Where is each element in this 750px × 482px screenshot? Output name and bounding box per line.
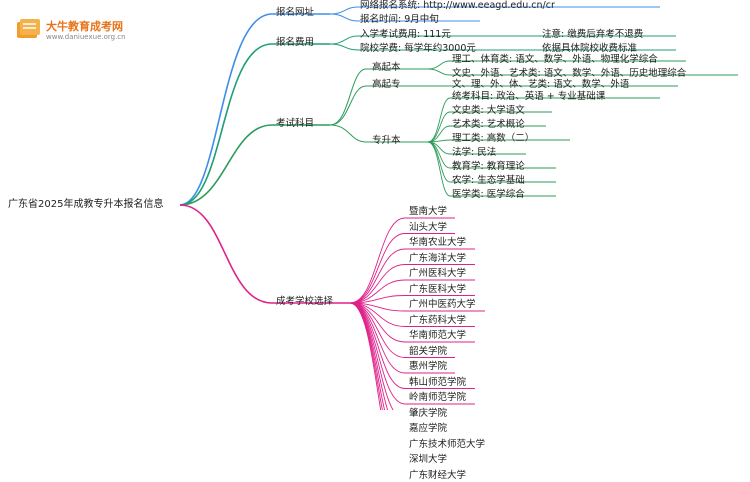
subject-item: 艺术类: 艺术概论 xyxy=(452,119,525,130)
branch-schools: 成考学校选择 xyxy=(276,296,334,307)
connector-root-url xyxy=(179,13,330,206)
subject-group-gaoqizhuan: 高起专 xyxy=(372,79,401,90)
url-item: 报名时间: 9月中旬 xyxy=(360,14,439,25)
subject-item: 文史、外语、艺术类: 语文、数学、外语、历史地理综合 xyxy=(452,68,687,79)
subject-item: 教育学: 教育理论 xyxy=(452,161,525,172)
subject-item: 医学类: 医学综合 xyxy=(452,189,525,200)
branch-url: 报名网址 xyxy=(276,7,315,18)
connector-school xyxy=(349,217,455,304)
logo-url: www.daniuexue.org.cn xyxy=(46,33,126,41)
connector-school xyxy=(349,302,385,410)
school-item: 广州医科大学 xyxy=(409,268,467,279)
school-item: 惠州学院 xyxy=(409,361,448,372)
subject-item: 法学: 民法 xyxy=(452,147,497,158)
connector-school xyxy=(349,295,475,304)
school-item: 韶关学院 xyxy=(409,345,448,357)
subject-item: 文、理、外、体、艺类: 语文、数学、外语 xyxy=(452,79,630,90)
connector-school xyxy=(349,233,455,304)
subject-item: 理工类: 高数（二） xyxy=(452,133,535,144)
book-logo-icon xyxy=(17,19,40,38)
connector-root-schools xyxy=(179,204,350,304)
school-item: 广东技术师范大学 xyxy=(409,438,486,450)
connector-root-subjects xyxy=(179,124,330,206)
school-item: 广东财经大学 xyxy=(409,469,467,481)
connector-school xyxy=(349,248,475,304)
root-topic: 广东省2025年成教专升本报名信息 xyxy=(8,199,164,210)
subject-item: 农学: 生态学基础 xyxy=(452,175,525,186)
school-item: 岭南师范学院 xyxy=(409,392,467,403)
school-item: 广东医科大学 xyxy=(409,283,467,295)
school-item: 韩山师范学院 xyxy=(409,376,467,388)
fee-item-left: 入学考试费用: 111元 xyxy=(360,29,451,40)
school-item: 广州中医药大学 xyxy=(409,299,476,310)
connector-school xyxy=(349,264,475,304)
site-logo: 大牛教育成考网 www.daniuexue.org.cn xyxy=(14,14,154,46)
subject-group-zhuanshengben: 专升本 xyxy=(372,135,401,146)
school-item: 汕头大学 xyxy=(409,221,448,233)
school-item: 华南农业大学 xyxy=(409,237,467,248)
mindmap-connectors xyxy=(179,6,738,410)
fee-item-right: 依据具体院校收费标准 xyxy=(542,43,638,54)
school-item: 肇庆学院 xyxy=(409,407,448,419)
fee-item-left: 院校学费: 每学年约3000元 xyxy=(360,43,476,54)
connector-school xyxy=(349,279,475,304)
subject-item: 文史类: 大学语文 xyxy=(452,105,525,116)
school-item: 广东药科大学 xyxy=(409,314,467,326)
branch-fee: 报名费用 xyxy=(276,37,315,48)
connector-school xyxy=(349,302,382,410)
subject-group-gaoqiben: 高起本 xyxy=(372,62,401,73)
url-item: 网络报名系统: http://www.eeagd.edu.cn/cr xyxy=(360,0,555,11)
school-item: 嘉应学院 xyxy=(409,423,448,434)
subject-item: 理工、体育类: 语文、数学、外语、物理化学综合 xyxy=(452,54,658,65)
logo-title: 大牛教育成考网 xyxy=(46,20,123,33)
school-item: 深圳大学 xyxy=(409,454,448,465)
subject-item: 统考科目: 政治、英语 + 专业基础课 xyxy=(452,91,606,102)
school-item: 华南师范大学 xyxy=(409,330,467,341)
connector-root-fee xyxy=(179,43,330,206)
fee-item-right: 注意: 缴费后弃考不退费 xyxy=(542,29,644,40)
school-item: 广东海洋大学 xyxy=(409,252,467,264)
school-item: 暨南大学 xyxy=(409,206,448,217)
connector-school xyxy=(349,302,475,327)
branch-subjects: 考试科目 xyxy=(276,118,315,129)
